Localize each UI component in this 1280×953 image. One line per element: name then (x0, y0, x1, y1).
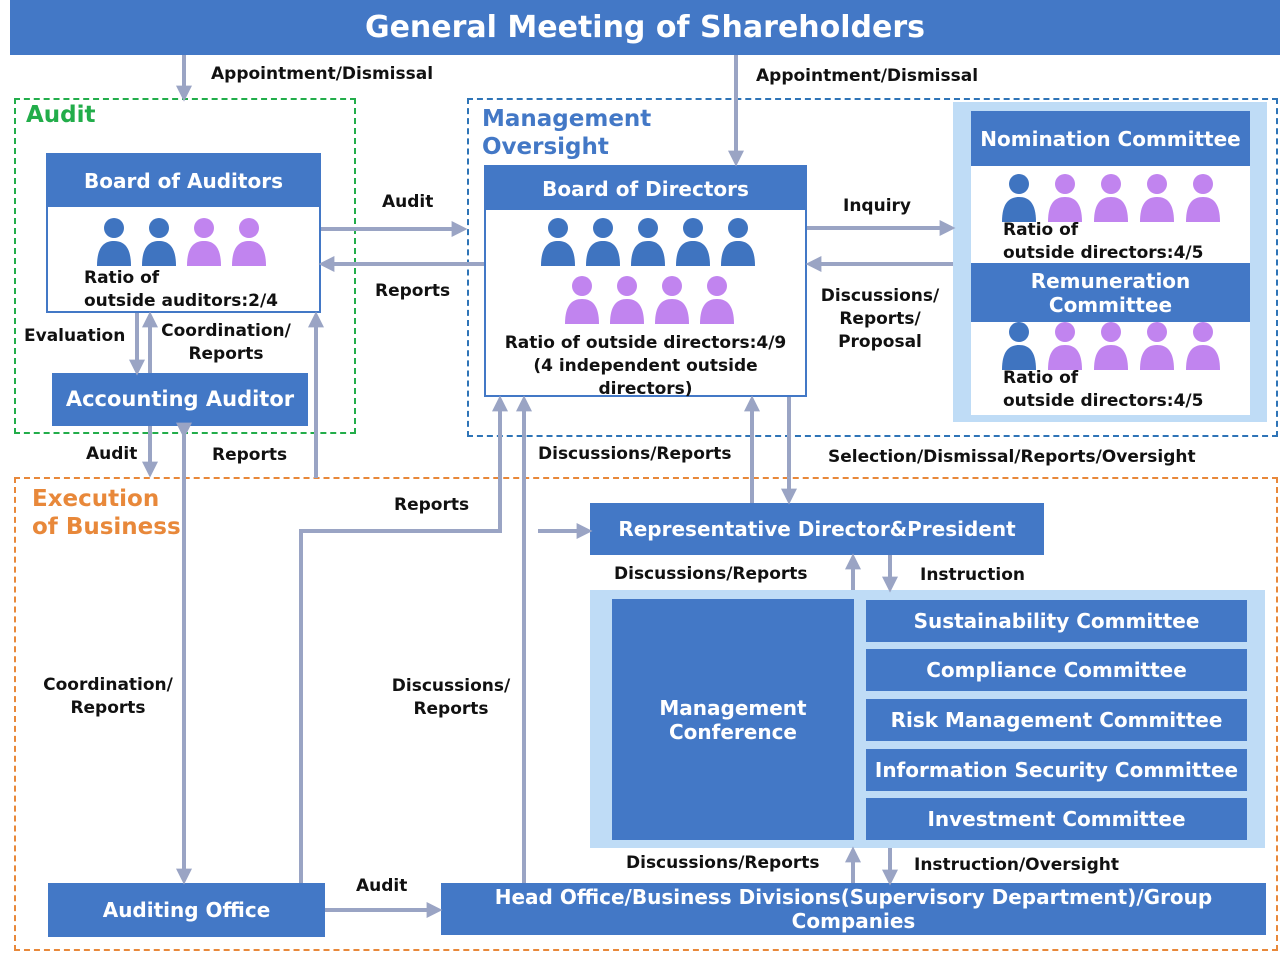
remuneration-committee-ratio: Ratio of outside directors:4/5 (1003, 368, 1204, 411)
label-coordination-reports-top: Coordination/ Reports (161, 321, 291, 364)
board-of-auditors-title: Board of Auditors (48, 155, 319, 207)
board-of-auditors-members (48, 155, 319, 311)
inside-member-icon (1001, 321, 1037, 375)
risk-management-committee: Risk Management Committee (866, 699, 1247, 741)
execution-of-business-title: Execution of Business (32, 486, 181, 540)
accounting-auditor: Accounting Auditor (52, 373, 308, 426)
remuneration-committee-members (971, 263, 1250, 415)
outside-member-icon (1139, 321, 1175, 375)
outside-member-icon (609, 275, 645, 329)
label-reports-accounting: Reports (212, 445, 288, 465)
outside-member-icon (699, 275, 735, 329)
label-instruction: Instruction (920, 565, 1025, 585)
board-of-directors-ratio: Ratio of outside directors:4/9 (4 indepe… (504, 333, 787, 399)
label-reports-from-directors: Reports (375, 281, 451, 301)
sustainability-committee: Sustainability Committee (866, 600, 1247, 642)
label-evaluation: Evaluation (24, 326, 126, 346)
label-audit-to-directors: Audit (382, 192, 434, 212)
outside-member-icon (654, 275, 690, 329)
label-appointment-left: Appointment/Dismissal (211, 64, 434, 84)
label-discussions-reports-rep: Discussions/Reports (614, 564, 808, 584)
label-discussions-reports-mid: Discussions/ Reports (391, 676, 511, 719)
inside-member-icon (630, 217, 666, 271)
execution-of-business-region (14, 477, 1278, 951)
inside-member-icon (96, 217, 132, 271)
outside-member-icon (1047, 173, 1083, 227)
inside-member-icon (1001, 173, 1037, 227)
board-of-directors: Board of Directors Ratio of outside dire… (484, 165, 807, 399)
label-selection-dismissal: Selection/Dismissal/Reports/Oversight (828, 447, 1196, 467)
label-discussions-reports-bottom: Discussions/Reports (626, 853, 820, 873)
outside-member-icon (231, 217, 267, 271)
nomination-committee-ratio: Ratio of outside directors:4/5 (1003, 220, 1204, 263)
label-audit-accounting: Audit (86, 444, 138, 464)
representative-director-president: Representative Director&President (590, 503, 1044, 555)
inside-member-icon (720, 217, 756, 271)
investment-committee: Investment Committee (866, 798, 1247, 840)
arrow-office-reports-to-directors (299, 395, 508, 883)
nomination-committee-members (971, 111, 1250, 263)
nomination-committee: Nomination Committee Ratio of outside di… (971, 111, 1250, 263)
label-inquiry: Inquiry (843, 196, 911, 216)
label-reports-office: Reports (394, 495, 470, 515)
nomination-committee-title: Nomination Committee (971, 111, 1250, 166)
compliance-committee: Compliance Committee (866, 649, 1247, 691)
board-of-auditors-ratio: Ratio of outside auditors:2/4 (84, 268, 279, 311)
inside-member-icon (585, 217, 621, 271)
inside-member-icon (675, 217, 711, 271)
label-coordination-reports-left: Coordination/ Reports (43, 675, 173, 718)
general-meeting-of-shareholders: General Meeting of Shareholders (10, 0, 1280, 55)
label-appointment-right: Appointment/Dismissal (756, 66, 979, 86)
label-audit-office-head: Audit (356, 876, 408, 896)
head-office-business-divisions: Head Office/Business Divisions(Superviso… (441, 883, 1266, 935)
inside-member-icon (141, 217, 177, 271)
board-of-directors-members (486, 167, 805, 395)
outside-member-icon (1093, 321, 1129, 375)
remuneration-committee-title: Remuneration Committee (971, 263, 1250, 322)
outside-member-icon (564, 275, 600, 329)
outside-member-icon (1185, 173, 1221, 227)
label-instruction-oversight: Instruction/Oversight (914, 855, 1119, 875)
information-security-committee: Information Security Committee (866, 749, 1247, 791)
label-discussions-reports-bod: Discussions/Reports (538, 444, 732, 464)
inside-member-icon (540, 217, 576, 271)
outside-member-icon (1047, 321, 1083, 375)
label-discussions-reports-proposal: Discussions/ Reports/ Proposal (820, 286, 940, 352)
audit-region-title: Audit (26, 102, 96, 128)
board-of-directors-title: Board of Directors (486, 167, 805, 210)
outside-member-icon (1093, 173, 1129, 227)
management-conference: Management Conference (612, 599, 854, 840)
outside-member-icon (1185, 321, 1221, 375)
auditing-office: Auditing Office (48, 883, 325, 937)
remuneration-committee: Remuneration Committee Ratio of outside … (971, 263, 1250, 415)
outside-member-icon (1139, 173, 1175, 227)
management-oversight-region (467, 98, 1278, 437)
board-of-auditors: Board of Auditors Ratio of outside audit… (46, 153, 321, 313)
management-oversight-title: Management Oversight (482, 106, 652, 160)
outside-member-icon (186, 217, 222, 271)
